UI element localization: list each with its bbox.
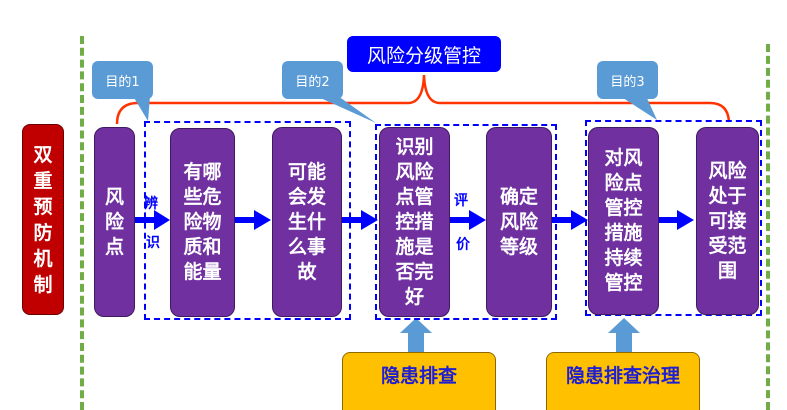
- step-identify-controls-label: 识别风险点管控措施是否完好: [395, 135, 434, 308]
- flow-arrow-2: [235, 210, 271, 230]
- right-divider: [766, 44, 770, 410]
- step-identify-controls: 识别风险点管控措施是否完好: [379, 127, 450, 317]
- input-arrow-1: [400, 318, 432, 353]
- step-continuous-control-label: 对风险点管控措施持续管控: [604, 147, 643, 294]
- bubble-3-tail: [620, 96, 657, 120]
- label-evaluate-top: 评: [454, 193, 468, 209]
- step-hazards: 有哪些危险物质和能量: [170, 128, 235, 317]
- mechanism-label: 双重预防机制: [33, 143, 53, 296]
- bubble-purpose-1: 目的1: [92, 61, 153, 99]
- bubble-purpose-3: 目的3: [597, 61, 658, 99]
- left-divider: [80, 36, 84, 410]
- bubble-2-tail: [316, 96, 376, 123]
- label-identify-top: 辨: [144, 196, 158, 212]
- title-risk-grading-control: 风险分级管控: [347, 36, 501, 72]
- group-identification: [144, 121, 351, 320]
- step-risk-level: 确定风险等级: [486, 127, 552, 317]
- step-acceptable-range-label: 风险处于可接受范围: [708, 159, 747, 282]
- step-risk-point-label: 风险点: [104, 185, 124, 258]
- flow-arrow-6: [659, 210, 694, 230]
- step-hazards-label: 有哪些危险物质和能量: [183, 161, 222, 283]
- flow-arrow-4: [450, 210, 486, 230]
- dual-prevention-mechanism: 双重预防机制: [22, 124, 64, 315]
- group-control: [585, 120, 762, 316]
- step-acceptable-range: 风险处于可接受范围: [696, 127, 759, 315]
- bracket-line: [115, 74, 731, 125]
- flow-arrow-5: [552, 210, 588, 230]
- step-accidents-label: 可能会发生什么事故: [287, 160, 326, 283]
- bubble-1-tail: [133, 96, 150, 121]
- label-evaluate-bottom: 价: [456, 237, 470, 253]
- label-identify-bottom: 识: [146, 235, 160, 251]
- flow-arrow-3: [342, 210, 378, 230]
- input-hazard-investigation: 隐患排查: [342, 352, 496, 410]
- step-risk-level-label: 确定风险等级: [499, 185, 538, 258]
- input-hazard-remediation: 隐患排查治理: [546, 352, 700, 410]
- bubble-purpose-2: 目的2: [282, 61, 343, 99]
- step-accidents: 可能会发生什么事故: [272, 127, 342, 317]
- step-risk-point: 风险点: [94, 127, 135, 317]
- input-arrow-2: [608, 318, 640, 353]
- group-evaluation: [375, 124, 557, 320]
- step-continuous-control: 对风险点管控措施持续管控: [588, 127, 659, 315]
